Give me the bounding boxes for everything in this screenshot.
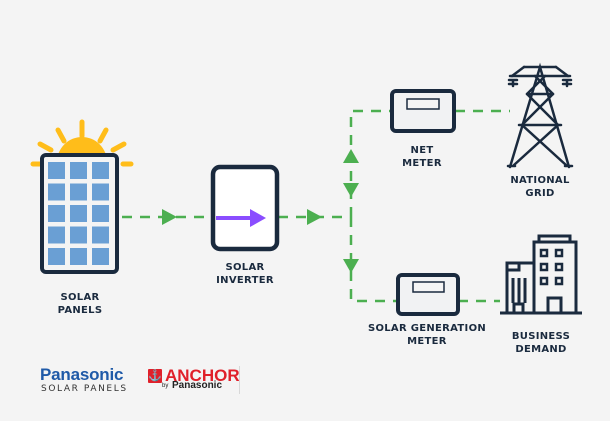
label-line: INVERTER	[216, 275, 274, 286]
flow-line-junction-to-net-meter	[349, 109, 392, 217]
flow-line-junction-to-generation-meter	[349, 217, 398, 303]
solar-panel-icon	[40, 153, 119, 274]
panasonic-logo: Panasonic	[40, 365, 124, 384]
label-line: SOLAR GENERATION	[367, 323, 487, 334]
label-line: GRID	[525, 188, 555, 199]
arrowhead-down-generation	[343, 259, 359, 273]
label-line: PANELS	[57, 305, 103, 316]
solar-cell	[92, 183, 109, 201]
solar-cell	[48, 183, 65, 201]
solar-cell	[70, 162, 87, 179]
solar-cell	[48, 205, 65, 222]
node-label-business-demand: BUSINESS DEMAND	[512, 330, 570, 356]
solar-cell	[92, 226, 109, 244]
label-line: METER	[402, 158, 442, 169]
solar-cell	[70, 248, 87, 265]
solar-cell	[70, 205, 87, 222]
anchor-logo-text: ANCHOR	[165, 366, 240, 385]
solar-cell	[92, 248, 109, 265]
solar-cell	[48, 226, 65, 244]
label-line: SOLAR	[225, 262, 265, 273]
inverter-icon	[210, 164, 280, 252]
node-label-national-grid: NATIONAL GRID	[510, 174, 569, 200]
label-line: BUSINESS	[511, 331, 571, 342]
solar-cell	[48, 248, 65, 265]
solar-cell	[92, 162, 109, 179]
arrowhead-up-net-meter	[343, 149, 359, 163]
node-label-solar-inverter: SOLAR INVERTER	[216, 261, 274, 287]
anchor-logo: ⚓ ANCHOR	[148, 366, 240, 385]
panasonic-logo-subtitle: SOLAR PANELS	[41, 384, 128, 394]
label-line: NET	[410, 145, 434, 156]
node-label-net-meter: NET METER	[402, 144, 442, 170]
arrowhead-right-2	[307, 209, 322, 225]
node-label-solar-panels: SOLAR PANELS	[58, 291, 103, 317]
solar-cell	[70, 226, 87, 244]
label-line: SOLAR	[60, 292, 100, 303]
label-line: DEMAND	[515, 344, 567, 355]
generation-meter-icon	[396, 273, 460, 316]
net-meter-icon	[390, 89, 456, 133]
solar-cell	[92, 205, 109, 222]
arrowhead-right-1	[162, 209, 177, 225]
flow-lines	[122, 109, 510, 303]
office-building-icon	[500, 234, 582, 315]
anchor-icon: ⚓	[148, 369, 162, 383]
label-line: METER	[407, 336, 447, 347]
anchor-logo-by: by	[162, 383, 169, 389]
solar-cell	[70, 183, 87, 201]
solar-cell	[48, 162, 65, 179]
label-line: NATIONAL	[510, 175, 570, 186]
anchor-logo-parent: Panasonic	[172, 380, 223, 391]
logo-divider	[239, 366, 240, 394]
node-label-solar-generation-meter: SOLAR GENERATION METER	[368, 322, 486, 348]
transmission-tower-icon	[506, 62, 574, 169]
arrowhead-down-junction	[343, 183, 359, 197]
